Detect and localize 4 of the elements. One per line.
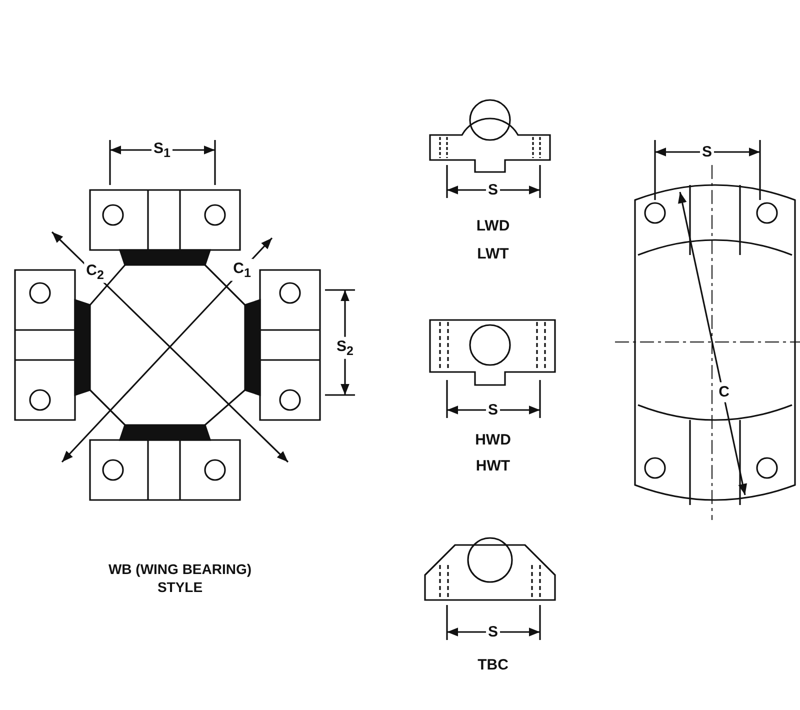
dimension-label: C$_{2}$ (84, 260, 106, 284)
dimension-label: S$_{2}$ (334, 336, 356, 360)
dimension-label: C (716, 382, 732, 402)
dimension-label: C$_{1}$ (231, 258, 253, 282)
